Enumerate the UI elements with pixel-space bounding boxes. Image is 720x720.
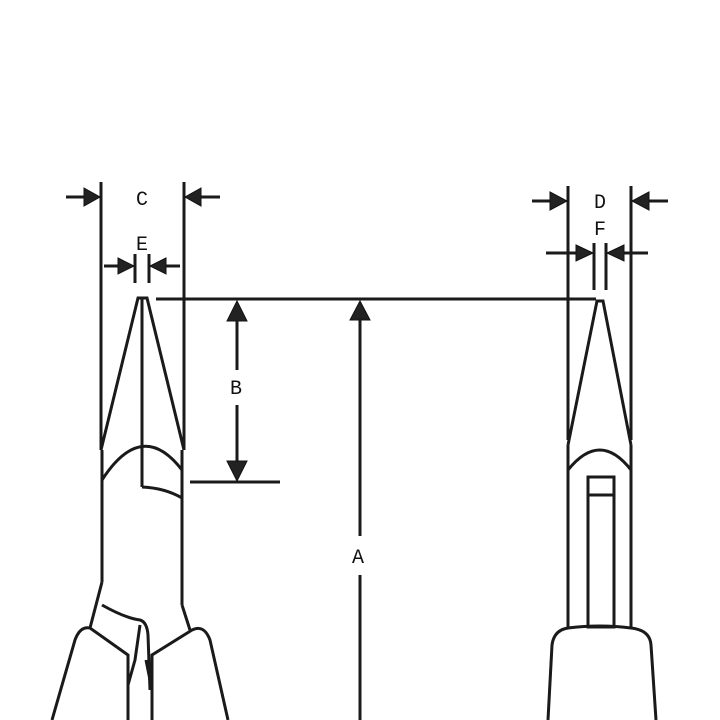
label-a: A	[352, 547, 364, 570]
dim-d-arrows	[532, 191, 668, 211]
label-f: F	[594, 219, 606, 242]
dim-a: A	[349, 299, 371, 720]
dim-e-arrows	[104, 254, 180, 283]
left-jaw	[99, 296, 186, 605]
dim-c-arrows	[66, 187, 220, 207]
left-plier-view: C E	[50, 182, 596, 720]
label-b: B	[230, 378, 242, 401]
right-handle	[546, 624, 658, 720]
dim-f-arrows	[546, 243, 648, 290]
left-handles	[50, 581, 230, 720]
right-jaw	[566, 299, 633, 629]
label-c: C	[136, 189, 148, 212]
label-e: E	[136, 234, 148, 257]
dim-b-arrow	[226, 299, 248, 483]
right-plier-view: D F	[532, 186, 668, 720]
jaw-slot	[586, 475, 616, 629]
label-d: D	[594, 192, 606, 215]
